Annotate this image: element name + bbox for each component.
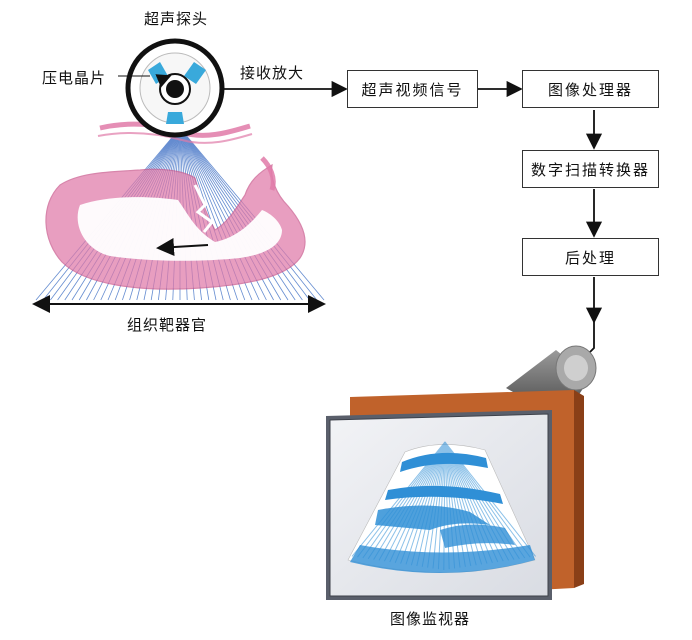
tissue-organ — [45, 121, 306, 290]
crystal-label: 压电晶片 — [42, 69, 107, 87]
scan-image — [347, 441, 536, 574]
image-monitor — [326, 345, 597, 600]
video-signal-box: 超声视频信号 — [347, 70, 478, 108]
scan-converter-box: 数字扫描转换器 — [522, 150, 659, 188]
post-processing-box: 后处理 — [522, 238, 659, 276]
monitor-label: 图像监视器 — [390, 610, 471, 628]
tissue-label: 组织靶器官 — [127, 316, 208, 334]
probe-label: 超声探头 — [144, 10, 209, 28]
amplify-label: 接收放大 — [240, 64, 305, 82]
flow-arrows — [222, 80, 603, 357]
ultrasound-probe — [125, 38, 225, 138]
motion-arrow — [156, 238, 209, 257]
image-processor-box: 图像处理器 — [522, 70, 659, 108]
